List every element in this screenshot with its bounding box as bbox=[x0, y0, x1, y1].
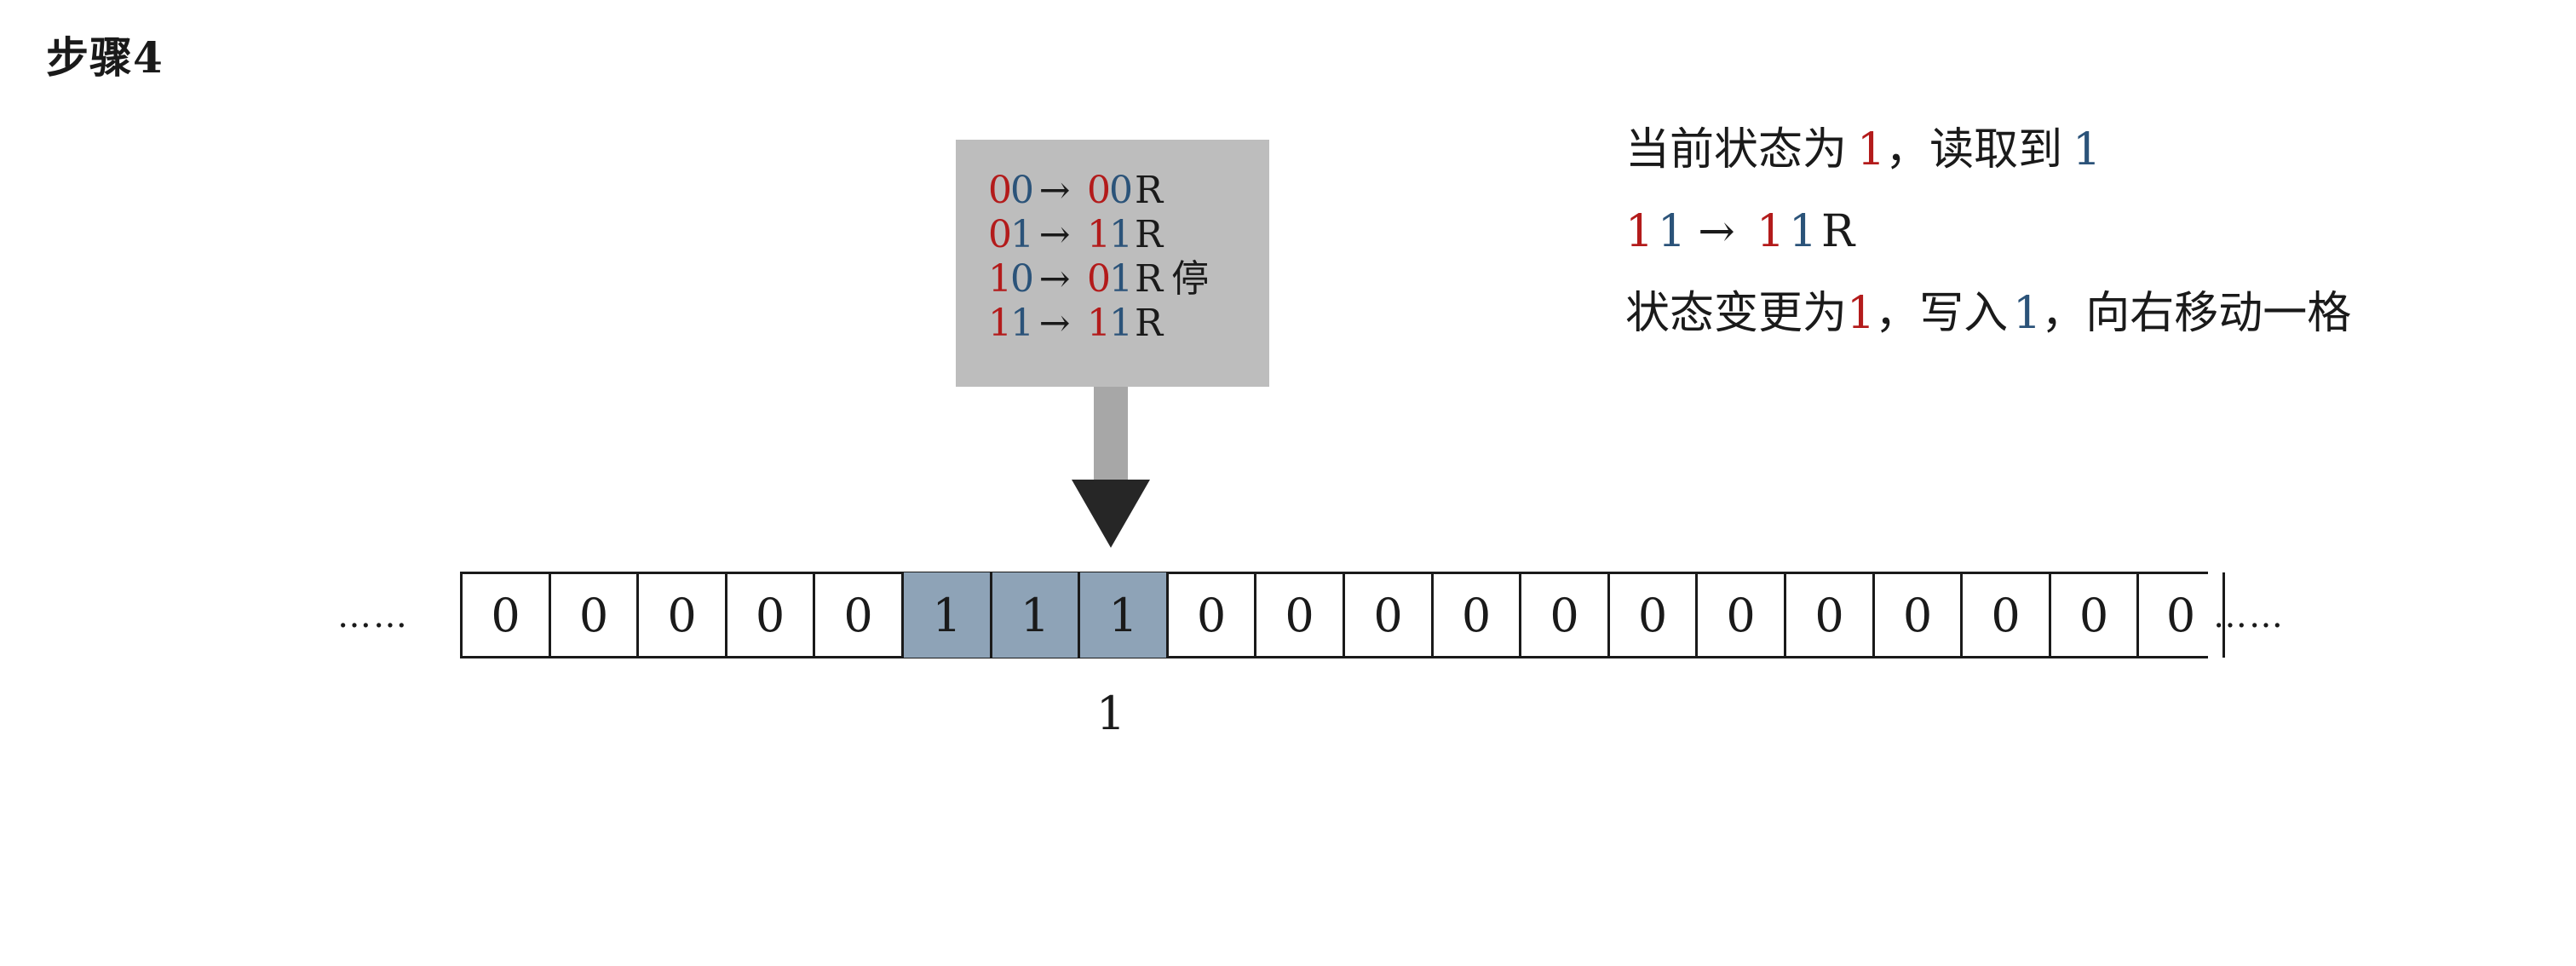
info-action-prefix: 状态变更为 bbox=[1625, 288, 1848, 339]
tape-cell: 0 bbox=[813, 572, 901, 658]
head-pointer-arrow-icon bbox=[1072, 480, 1150, 548]
tape-cell: 0 bbox=[2049, 572, 2136, 658]
rule-read: 1 bbox=[1010, 213, 1034, 256]
rule-move: R bbox=[1135, 169, 1164, 212]
info-move-text: ，向右移动一格 bbox=[2041, 288, 2352, 339]
rule-write: 0 bbox=[1109, 169, 1133, 212]
rule-state: 0 bbox=[988, 169, 1012, 212]
tape-cell: 0 bbox=[549, 572, 636, 658]
tape-cell: 0 bbox=[460, 572, 549, 658]
rule-state: 0 bbox=[988, 213, 1012, 256]
tape-ellipsis-right: …… bbox=[2213, 596, 2285, 635]
info-new-state: 1 bbox=[1847, 288, 1876, 339]
info-current-prefix: 当前状态为 bbox=[1625, 124, 1848, 175]
rule-write: 1 bbox=[1109, 257, 1133, 301]
head-state-label: 1 bbox=[1095, 687, 1126, 740]
tape-ellipsis-left: …… bbox=[337, 596, 409, 635]
tape-cell: 0 bbox=[1607, 572, 1695, 658]
info-rule-read: 1 bbox=[1658, 206, 1687, 257]
rule-new-state: 0 bbox=[1087, 169, 1111, 212]
rule-row-2: 1 0 → 0 1 R 停 bbox=[988, 257, 1209, 302]
info-rule-move: R bbox=[1821, 206, 1855, 257]
tape-cell: 0 bbox=[725, 572, 813, 658]
rule-new-state: 1 bbox=[1087, 213, 1111, 256]
rule-arrow: → bbox=[1038, 257, 1071, 301]
rule-move: R bbox=[1135, 257, 1164, 301]
tape-cell: 0 bbox=[1784, 572, 1872, 658]
info-rule-arrow: → bbox=[1698, 206, 1735, 257]
info-write-symbol: 1 bbox=[2013, 288, 2042, 339]
info-write-prefix: ，写入 bbox=[1875, 288, 2009, 339]
rule-state: 1 bbox=[988, 302, 1012, 345]
rule-write: 1 bbox=[1109, 302, 1133, 345]
tape-cell: 0 bbox=[1519, 572, 1607, 658]
rule-state: 1 bbox=[988, 257, 1012, 301]
tape-cell: 0 bbox=[1695, 572, 1784, 658]
rule-row-1: 0 1 → 1 1 R bbox=[988, 213, 1209, 257]
rule-arrow: → bbox=[1038, 213, 1071, 256]
step-title: 步骤4 bbox=[46, 32, 164, 83]
rule-read: 0 bbox=[1010, 257, 1034, 301]
info-rule-state: 1 bbox=[1625, 206, 1654, 257]
head-pointer-shaft bbox=[1094, 387, 1128, 482]
rule-arrow: → bbox=[1038, 302, 1071, 345]
rule-halt-label: 停 bbox=[1171, 257, 1210, 301]
info-read-symbol: 1 bbox=[2073, 124, 2102, 175]
info-rule-new-state: 1 bbox=[1757, 206, 1785, 257]
rule-move: R bbox=[1135, 213, 1164, 256]
rule-read: 1 bbox=[1010, 302, 1034, 345]
tape-cell: 1 bbox=[901, 572, 990, 658]
rule-row-0: 0 0 → 0 0 R bbox=[988, 169, 1209, 213]
info-read-prefix: ，读取到 bbox=[1885, 124, 2063, 175]
info-rule-write: 1 bbox=[1789, 206, 1818, 257]
tape-cell: 0 bbox=[1960, 572, 2049, 658]
tape-cell: 0 bbox=[1254, 572, 1343, 658]
rule-write: 1 bbox=[1109, 213, 1133, 256]
rule-new-state: 0 bbox=[1087, 257, 1111, 301]
rule-list: 0 0 → 0 0 R 0 1 → 1 1 R 1 0 → 0 1 R 停 bbox=[988, 169, 1209, 346]
info-current-state: 1 bbox=[1857, 124, 1886, 175]
tape-cell: 1 bbox=[1078, 572, 1166, 658]
info-line-rule: 11→11R bbox=[1625, 206, 1854, 257]
rule-arrow: → bbox=[1038, 169, 1071, 212]
tape-cell: 0 bbox=[636, 572, 725, 658]
tape-cell: 1 bbox=[990, 572, 1078, 658]
rule-row-3: 1 1 → 1 1 R bbox=[988, 302, 1209, 346]
rule-move: R bbox=[1135, 302, 1164, 345]
tape-cell: 0 bbox=[1343, 572, 1431, 658]
tape-cell: 0 bbox=[2136, 572, 2225, 658]
rule-new-state: 1 bbox=[1087, 302, 1111, 345]
tape-cell: 0 bbox=[1166, 572, 1254, 658]
transition-rule-table: 0 0 → 0 0 R 0 1 → 1 1 R 1 0 → 0 1 R 停 bbox=[956, 140, 1269, 387]
tape-cell: 0 bbox=[1431, 572, 1519, 658]
tape-bottom-border bbox=[460, 656, 2208, 658]
rule-read: 0 bbox=[1010, 169, 1034, 212]
tape-top-border bbox=[460, 572, 2208, 574]
tape-cell: 0 bbox=[1872, 572, 1960, 658]
